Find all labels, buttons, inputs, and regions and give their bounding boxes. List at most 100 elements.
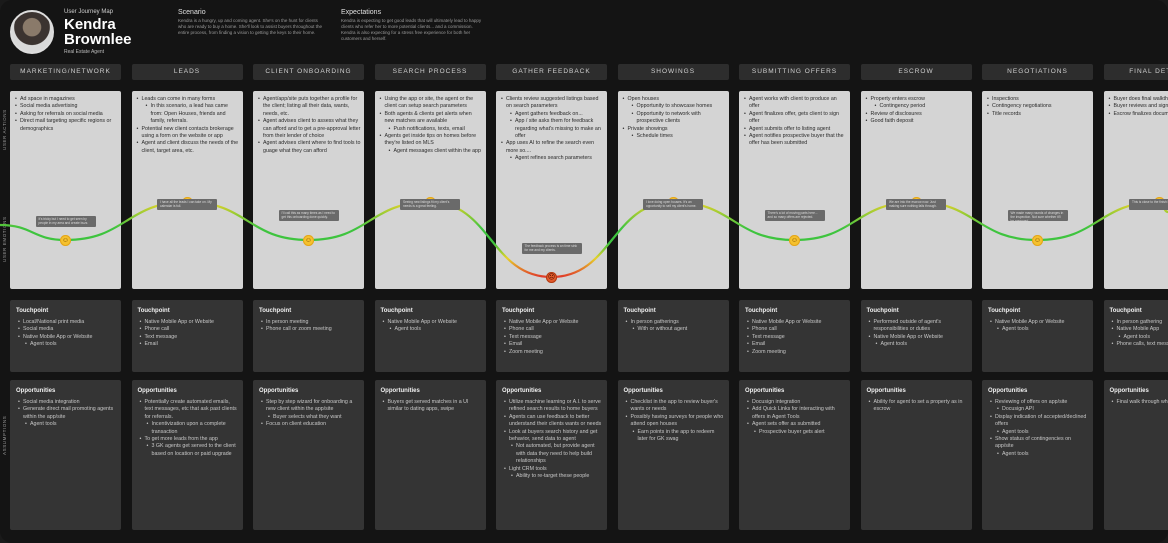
map-title: User Journey Map bbox=[64, 9, 113, 15]
list-item: In person gatherings bbox=[631, 319, 726, 326]
opportunities-list: Social media integrationGenerate direct … bbox=[16, 399, 118, 429]
scenario-text: Kendra is a hungry, up and coming agent.… bbox=[178, 18, 323, 36]
touchpoint-card: TouchpointNative Mobile App or WebsiteAg… bbox=[982, 300, 1093, 372]
list-item: Native Mobile App or Website bbox=[995, 319, 1090, 326]
emotion-note: This is close to the finish line. bbox=[1129, 199, 1168, 210]
list-item: Add Quick Links for interacting with off… bbox=[752, 406, 847, 421]
list-item: Agent advises client where to find tools… bbox=[263, 140, 361, 155]
list-item: Phone call or zoom meeting bbox=[266, 326, 361, 333]
list-item: Clients review suggested listings based … bbox=[506, 96, 604, 111]
opportunities-card: OpportunitiesStep by step wizard for onb… bbox=[253, 380, 364, 530]
list-item: Native Mobile App or Website bbox=[145, 319, 240, 326]
list-item: Agent sets offer as submitted bbox=[752, 421, 847, 428]
touchpoint-title: Touchpoint bbox=[259, 308, 291, 314]
list-item: Agent messages client within the app bbox=[394, 148, 483, 155]
list-item: Performed outside of agent's responsibil… bbox=[874, 319, 969, 334]
smiley-face-icon: ☺ bbox=[789, 235, 800, 246]
list-item: Agent tools bbox=[1002, 429, 1090, 436]
list-item: Both agents & clients get alerts when ne… bbox=[385, 111, 483, 126]
list-item: Utilize machine learning or A.I. to serv… bbox=[509, 399, 604, 414]
opportunities-card: OpportunitiesChecklist in the app to rev… bbox=[618, 380, 729, 530]
list-item: Opportunity to showcase homes bbox=[637, 103, 726, 110]
list-item: Social media integration bbox=[23, 399, 118, 406]
list-item: Final walk through where buyer can... bbox=[1117, 399, 1168, 406]
list-item: Text message bbox=[145, 334, 240, 341]
emotion-curve bbox=[0, 202, 1168, 277]
touchpoint-list: Native Mobile App or WebsiteAgent tools bbox=[381, 319, 483, 334]
opportunities-title: Opportunities bbox=[138, 388, 177, 394]
list-item: Incentivization upon a complete transact… bbox=[152, 421, 240, 436]
touchpoint-list: Local/National print mediaSocial mediaNa… bbox=[16, 319, 118, 349]
list-item: Ability for agent to set a property as i… bbox=[874, 399, 969, 414]
opportunities-list: Docusign integrationAdd Quick Links for … bbox=[745, 399, 847, 436]
list-item: Buyer does final walkthrough bbox=[1114, 96, 1168, 103]
list-item: Email bbox=[752, 341, 847, 348]
list-item: Asking for referrals on social media bbox=[20, 111, 118, 118]
opportunities-card: OpportunitiesAbility for agent to set a … bbox=[861, 380, 972, 530]
expectations-title: Expectations bbox=[341, 9, 486, 16]
touchpoint-list: Performed outside of agent's responsibil… bbox=[867, 319, 969, 349]
opportunities-card: OpportunitiesDocusign integrationAdd Qui… bbox=[739, 380, 850, 530]
stage-header: ESCROW bbox=[861, 64, 972, 80]
list-item: Agent gathers feedback on... bbox=[515, 111, 604, 118]
touchpoint-title: Touchpoint bbox=[16, 308, 48, 314]
opportunities-list: Checklist in the app to review buyer's w… bbox=[624, 399, 726, 443]
opportunities-title: Opportunities bbox=[1110, 388, 1149, 394]
list-item: Agent refines search parameters bbox=[515, 155, 604, 162]
actions-list: Buyer does final walkthroughBuyer review… bbox=[1109, 96, 1168, 118]
actions-list: Using the app or site, the agent or the … bbox=[380, 96, 483, 155]
list-item: Contingency period bbox=[880, 103, 969, 110]
header: User Journey Map Kendra Brownlee Real Es… bbox=[0, 0, 1168, 62]
list-item: Push notifications, texts, email bbox=[394, 126, 483, 133]
list-item: Native Mobile App or Website bbox=[752, 319, 847, 326]
touchpoint-list: Native Mobile App or WebsitePhone callTe… bbox=[502, 319, 604, 356]
persona-role: Real Estate Agent bbox=[64, 49, 104, 55]
list-item: Ability to re-target these people bbox=[516, 473, 604, 480]
list-item: Email bbox=[509, 341, 604, 348]
list-item: Agents can use feedback to better unders… bbox=[509, 414, 604, 429]
angry-face-icon: ☹ bbox=[546, 272, 557, 283]
list-item: App / site asks them for feedback regard… bbox=[515, 118, 604, 140]
list-item: Agent tools bbox=[1002, 326, 1090, 333]
opportunities-card: OpportunitiesReviewing of offers on app/… bbox=[982, 380, 1093, 530]
opportunities-list: Final walk through where buyer can... bbox=[1110, 399, 1168, 406]
emotion-note: I have all the leads I can take on. My c… bbox=[157, 199, 217, 210]
touchpoint-title: Touchpoint bbox=[624, 308, 656, 314]
touchpoint-title: Touchpoint bbox=[745, 308, 777, 314]
list-item: Review of disclosures bbox=[871, 111, 969, 118]
list-item: Agent submits offer to listing agent bbox=[749, 126, 847, 133]
touchpoint-list: Native Mobile App or WebsitePhone callTe… bbox=[138, 319, 240, 349]
stage-header: SUBMITTING OFFERS bbox=[739, 64, 850, 80]
touchpoint-card: TouchpointNative Mobile App or WebsitePh… bbox=[132, 300, 243, 372]
opportunities-list: Potentially create automated emails, tex… bbox=[138, 399, 240, 458]
list-item: To get more leads from the app bbox=[145, 436, 240, 443]
touchpoint-list: In person meetingPhone call or zoom meet… bbox=[259, 319, 361, 334]
row-label-actions: USER ACTIONS bbox=[2, 109, 7, 150]
touchpoint-card: TouchpointNative Mobile App or WebsitePh… bbox=[739, 300, 850, 372]
touchpoint-title: Touchpoint bbox=[138, 308, 170, 314]
list-item: Phone calls, text messages, emails bbox=[1117, 341, 1168, 348]
list-item: Good faith deposit bbox=[871, 118, 969, 125]
list-item: Buyer reviews and signs bbox=[1114, 103, 1168, 110]
opportunities-list: Step by step wizard for onboarding a new… bbox=[259, 399, 361, 429]
emotion-note: There's a lot of moving parts here... an… bbox=[765, 210, 825, 221]
touchpoint-card: TouchpointIn person gatheringsWith or wi… bbox=[618, 300, 729, 372]
scenario-block: Scenario Kendra is a hungry, up and comi… bbox=[178, 9, 323, 36]
list-item: Agent advises client to assess what they… bbox=[263, 118, 361, 140]
touchpoint-list: In person gatheringNative Mobile AppAgen… bbox=[1110, 319, 1168, 349]
list-item: Local/National print media bbox=[23, 319, 118, 326]
touchpoint-card: TouchpointNative Mobile App or WebsiteAg… bbox=[375, 300, 486, 372]
list-item: Generate direct mail promoting agents wi… bbox=[23, 406, 118, 421]
list-item: Phone call bbox=[752, 326, 847, 333]
list-item: Light CRM tools bbox=[509, 466, 604, 473]
list-item: Look at buyers search history and get be… bbox=[509, 429, 604, 444]
emotion-note: We are into the escrow now. Just making … bbox=[886, 199, 946, 210]
list-item: Native Mobile App or Website bbox=[388, 319, 483, 326]
opportunities-card: OpportunitiesUtilize machine learning or… bbox=[496, 380, 607, 530]
actions-list: Open housesOpportunity to showcase homes… bbox=[623, 96, 726, 140]
touchpoint-card: TouchpointNative Mobile App or WebsitePh… bbox=[496, 300, 607, 372]
list-item: Property enters escrow bbox=[871, 96, 969, 103]
list-item: Open houses bbox=[628, 96, 726, 103]
opportunities-title: Opportunities bbox=[259, 388, 298, 394]
